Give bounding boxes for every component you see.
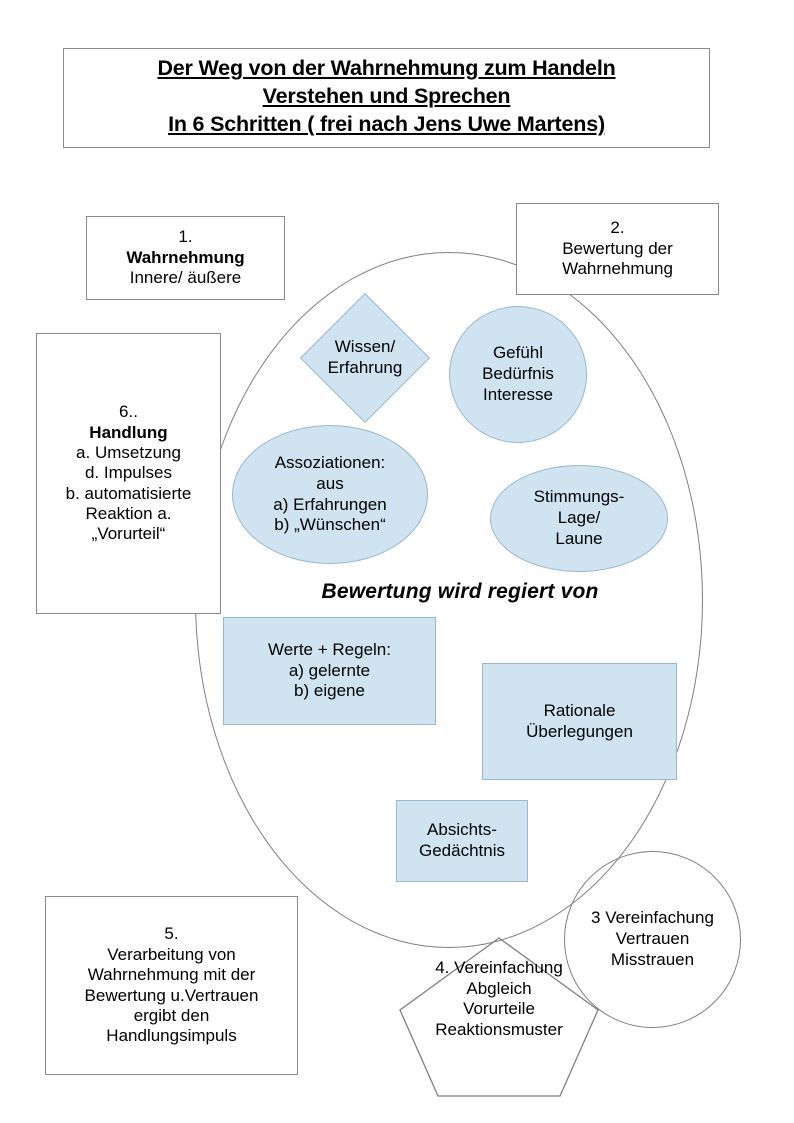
stimmung-line-3: Laune: [555, 528, 603, 548]
step-6-line-2: d. Impulses: [85, 463, 172, 483]
step-5-line-4: Handlungsimpuls: [106, 1026, 237, 1046]
step-6-heading: Handlung: [89, 422, 168, 442]
assoziationen-line-1: Assoziationen:: [274, 453, 386, 473]
wissen-erfahrung-label: Wissen/ Erfahrung: [300, 293, 430, 423]
step-1-heading: Wahrnehmung: [126, 247, 245, 267]
werte-regeln-rectangle: Werte + Regeln: a) gelernte b) eigene: [223, 617, 436, 725]
page-title: Der Weg von der Wahrnehmung zum Handeln …: [63, 48, 710, 148]
step-4-line-4: Reaktionsmuster: [435, 1020, 563, 1040]
step-3-line-1: 3 Vereinfachung: [591, 908, 714, 928]
step-2-number: 2.: [610, 218, 625, 238]
gefuehl-line-3: Interesse: [483, 384, 553, 404]
assoziationen-line-2: aus: [316, 473, 344, 493]
step-5-heading-line: Verarbeitung von: [107, 945, 236, 965]
step-5-line-3: ergibt den: [133, 1005, 210, 1025]
step-5-heading-suffix: von: [203, 944, 236, 964]
step-6-handlung-box: 6.. Handlung a. Umsetzung d. Impulses b.…: [36, 333, 221, 614]
werte-line-2: a) gelernte: [288, 660, 371, 680]
gefuehl-line-1: Gefühl: [492, 343, 544, 363]
step-5-line-2: Bewertung u.Vertrauen: [84, 985, 259, 1005]
werte-line-3: b) eigene: [294, 681, 365, 701]
stimmung-line-1: Stimmungs-: [533, 487, 625, 507]
title-line-3: In 6 Schritten ( frei nach Jens Uwe Mart…: [168, 111, 605, 136]
gefuehl-line-2: Bedürfnis: [482, 364, 554, 384]
step-5-number: 5.: [164, 924, 179, 944]
step-1-detail: Innere/ äußere: [129, 268, 242, 288]
step-2-detail: Wahrnehmung: [562, 259, 673, 279]
assoziationen-line-3: a) Erfahrungen: [273, 494, 387, 514]
step-1-number: 1.: [178, 227, 193, 247]
wissen-erfahrung-diamond: Wissen/ Erfahrung: [299, 292, 431, 424]
werte-line-1: Werte + Regeln:: [267, 639, 391, 659]
step-6-line-5: „Vorurteil“: [91, 524, 166, 544]
step-2-heading: Bewertung: [562, 238, 644, 258]
step-4-vereinfachung-pentagon: 4. Vereinfachung Abgleich Vorurteile Rea…: [398, 936, 600, 1098]
step-2-bewertung-box: 2. Bewertung der Wahrnehmung: [516, 203, 719, 295]
title-line-1: Der Weg von der Wahrnehmung zum Handeln: [157, 56, 616, 80]
stimmungslage-laune-ellipse: Stimmungs- Lage/ Laune: [490, 465, 668, 572]
bewertung-regiert-caption: Bewertung wird regiert von: [321, 580, 599, 603]
absichts-gedaechtnis-rectangle: Absichts- Gedächtnis: [396, 800, 528, 882]
stimmung-line-2: Lage/: [557, 508, 601, 528]
step-3-vereinfachung-circle: 3 Vereinfachung Vertrauen Misstrauen: [564, 851, 741, 1028]
rationale-ueberlegungen-rectangle: Rationale Überlegungen: [482, 663, 677, 780]
step-2-heading-suffix: der: [643, 238, 673, 258]
wissen-line-1: Wissen/: [334, 337, 396, 357]
assoziationen-ellipse: Assoziationen: aus a) Erfahrungen b) „Wü…: [232, 425, 428, 564]
step-5-verarbeitung-box: 5. Verarbeitung von Wahrnehmung mit der …: [45, 896, 298, 1075]
absichts-line-1: Absichts-: [427, 820, 497, 840]
pentagon-shape-icon: [399, 937, 599, 1097]
rationale-line-2: Überlegungen: [526, 721, 633, 741]
absichts-line-2: Gedächtnis: [419, 841, 505, 860]
step-4-line-2: Abgleich: [466, 978, 532, 998]
step-4-line-3: Vorurteile: [463, 999, 535, 1019]
step-6-line-3: b. automatisierte: [65, 483, 192, 503]
step-1-wahrnehmung-box: 1. Wahrnehmung Innere/ äußere: [86, 216, 285, 300]
assoziationen-line-4: b) „Wünschen“: [274, 515, 386, 535]
step-5-line-1: Wahrnehmung mit der: [87, 965, 256, 985]
title-line-2: Verstehen und Sprechen: [262, 83, 511, 108]
step-5-heading: Verarbeitung: [107, 944, 204, 964]
step-6-line-1: a. Umsetzung: [76, 442, 181, 462]
rationale-line-1: Rationale: [543, 700, 616, 720]
step-6-number: 6..: [119, 402, 138, 422]
step-3-line-2: Vertrauen: [615, 929, 690, 949]
step-3-line-3: Misstrauen: [610, 949, 695, 969]
step-4-line-1: 4. Vereinfachung: [435, 958, 563, 977]
gefuehl-beduerfnis-interesse-ellipse: Gefühl Bedürfnis Interesse: [449, 306, 587, 443]
wissen-line-2: Erfahrung: [327, 358, 403, 377]
step-6-line-4: Reaktion a.: [85, 504, 172, 524]
step-2-heading-line: Bewertung der: [562, 239, 673, 259]
